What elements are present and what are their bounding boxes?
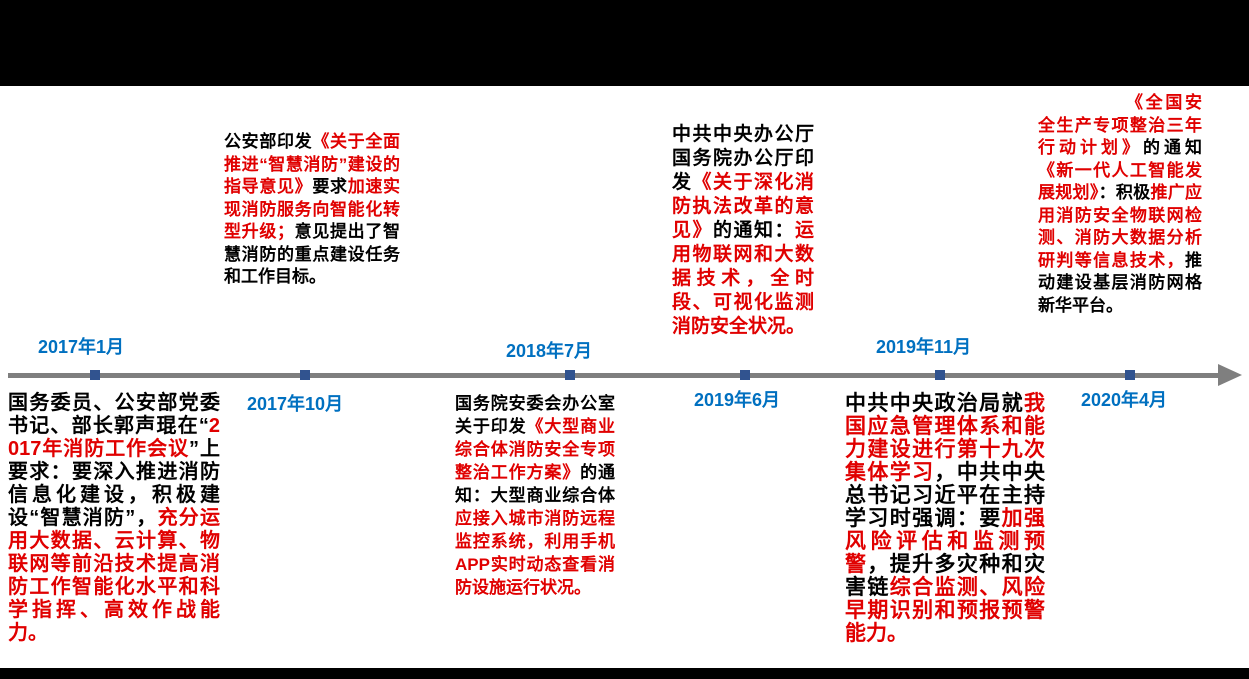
- text-segment-black: 中共中央政治局就: [845, 392, 1024, 415]
- text-segment-black: 意见提出了智慧消防的重点建设任务和工作目标。: [224, 222, 400, 286]
- timeline-date-label: 2017年1月: [38, 337, 125, 357]
- text-segment-red: 充分运用大数据、云计算、物联网等前沿技术提高消防工作智能化水平和科学指挥、高效作…: [8, 507, 221, 644]
- timeline-marker: [300, 370, 310, 380]
- event-description: 公安部印发《关于全面推进“智慧消防”建设的指导意见》要求加速实现消防服务向智能化…: [224, 131, 400, 289]
- timeline-date-label: 2019年11月: [876, 337, 972, 357]
- text-segment-red: 《全国安全生产专项整治三年行动计划》: [1038, 93, 1202, 157]
- text-segment-black: ，中共中央总书记习近平在主持学习时强调：要: [845, 461, 1045, 530]
- event-description: 中共中央办公厅国务院办公厅印发《关于深化消防执法改革的意见》的通知：运用物联网和…: [672, 123, 814, 339]
- timeline-marker: [1125, 370, 1135, 380]
- text-segment-red: 2017年消防工作会议: [8, 415, 220, 460]
- timeline-date-label: 2019年6月: [694, 390, 781, 410]
- text-segment-red: 加速实现消防服务向智能化转型升级；: [224, 177, 401, 241]
- timeline-date-label: 2017年10月: [247, 394, 344, 414]
- text-segment-black: 的通知：: [713, 220, 795, 241]
- text-segment-black: ，提升多灾种和灾害链: [845, 553, 1045, 599]
- timeline-date-label: 2018年7月: [506, 341, 593, 361]
- text-segment-black: 的通知: [1143, 138, 1202, 157]
- text-segment-red: 综合监测、风险早期识别和预报预警能力。: [845, 576, 1045, 645]
- text-segment-black: ：积极: [1098, 183, 1151, 202]
- event-description: 《全国安全生产专项整治三年行动计划》的通知《新一代人工智能发展规划》：积极推广应…: [1038, 92, 1202, 317]
- text-segment-black: 的通知：大型商业综合体: [455, 463, 615, 505]
- event-description: 国务委员、公安部党委书记、部长郭声琨在“2017年消防工作会议”上要求：要深入推…: [8, 392, 220, 645]
- text-segment-red: 《大型商业综合体消防安全专项整治工作方案》: [455, 417, 615, 482]
- timeline-marker: [935, 370, 945, 380]
- text-segment-red: 《关于全面推进“智慧消防”建设的指导意见》: [224, 132, 401, 196]
- timeline-marker: [740, 370, 750, 380]
- timeline-arrowhead-icon: [1218, 364, 1242, 386]
- text-segment-red: 推广应用消防安全物联网检测、消防大数据分析研判等信息技术，: [1038, 183, 1203, 270]
- text-segment-black: 公安部印发: [224, 132, 313, 151]
- timeline-marker: [90, 370, 100, 380]
- text-segment-red: 加强风险评估和监测预警: [845, 507, 1045, 576]
- text-segment-black: 国务院安委会办公室关于印发: [455, 394, 615, 436]
- text-segment-red: 《新一代人工智能发展规划》: [1038, 160, 1202, 203]
- event-description: 中共中央政治局就我国应急管理体系和能力建设进行第十九次集体学习，中共中央总书记习…: [845, 392, 1045, 645]
- text-segment-red: 我国应急管理体系和能力建设进行第十九次集体学习: [845, 392, 1045, 484]
- text-segment-red: 应接入城市消防远程监控系统，利用手机APP实时动态查看消防设施运行状况。: [455, 509, 615, 597]
- text-segment-black: 推动建设基层消防网格新华平台。: [1038, 250, 1202, 315]
- timeline-marker: [565, 370, 575, 380]
- text-segment-black: 要求: [312, 177, 348, 196]
- text-segment-black: 中共中央办公厅国务院办公厅印发: [672, 124, 814, 193]
- text-segment-black: ”上要求：要深入推进消防信息化建设，积极建设“智慧消防”，: [8, 438, 221, 529]
- event-description: 国务院安委会办公室关于印发《大型商业综合体消防安全专项整治工作方案》的通知：大型…: [455, 392, 615, 599]
- text-segment-red: 运用物联网和大数据技术，全时段、可视化监测消防安全状况。: [672, 220, 814, 337]
- timeline-date-label: 2020年4月: [1081, 390, 1168, 410]
- timeline-axis: [8, 373, 1220, 378]
- text-segment-black: 国务委员、公安部党委书记、部长郭声琨在“: [8, 392, 220, 437]
- text-segment-red: 《关于深化消防执法改革的意见》: [672, 172, 814, 241]
